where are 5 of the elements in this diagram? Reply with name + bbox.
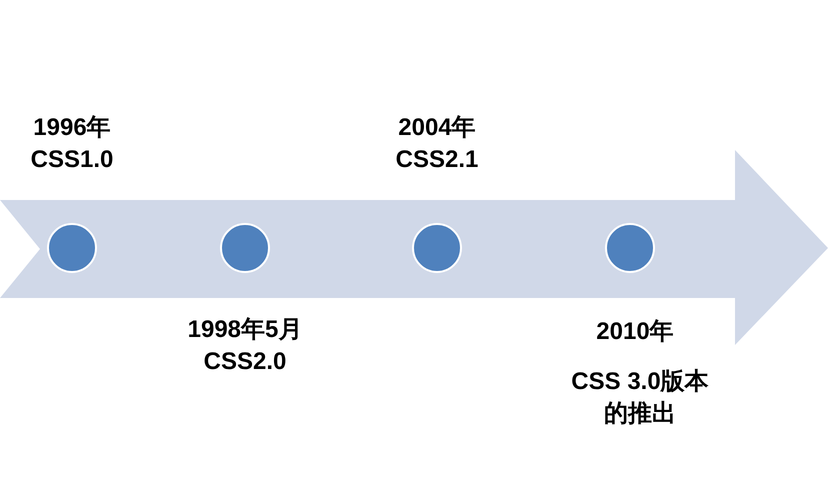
timeline-label: 1998年5月 CSS2.0	[186, 315, 304, 377]
timeline-label: 2004年 CSS2.1	[394, 113, 480, 175]
timeline-label: 2010年	[595, 317, 675, 347]
timeline-label: CSS 3.0版本的推出	[570, 367, 710, 429]
timeline-label: 1996年 CSS1.0	[30, 113, 114, 175]
